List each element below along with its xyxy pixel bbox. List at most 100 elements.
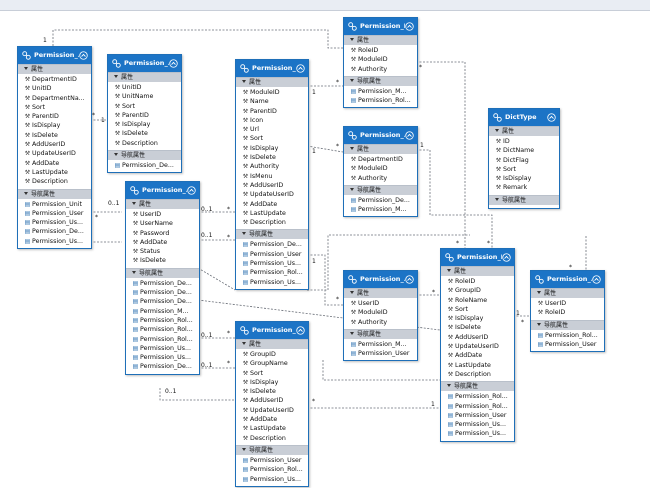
property-row[interactable]: ⚒Description bbox=[441, 370, 514, 379]
property-row[interactable]: ⚒UnitID bbox=[18, 84, 91, 93]
property-row[interactable]: ⚒GroupID bbox=[441, 286, 514, 295]
property-row[interactable]: ⚒Password bbox=[126, 229, 199, 238]
property-row[interactable]: ⚒IsDelete bbox=[108, 129, 181, 138]
property-row[interactable]: ⚒ID bbox=[489, 137, 559, 146]
navigation-property-row[interactable]: ▤Permission_De... bbox=[126, 279, 199, 288]
navigation-property-row[interactable]: ▤Permission_De... bbox=[18, 227, 91, 236]
property-row[interactable]: ⚒UserID bbox=[531, 299, 604, 308]
navigation-property-row[interactable]: ▤Permission_M... bbox=[126, 307, 199, 316]
navigation-section-header[interactable]: 导航属性 bbox=[531, 319, 604, 330]
property-row[interactable]: ⚒Icon bbox=[236, 116, 308, 125]
property-row[interactable]: ⚒Description bbox=[18, 177, 91, 186]
properties-section-header[interactable]: 属性 bbox=[441, 266, 514, 276]
navigation-section-header[interactable]: 导航属性 bbox=[236, 229, 308, 240]
property-row[interactable]: ⚒GroupName bbox=[236, 359, 308, 368]
navigation-property-row[interactable]: ▤Permission_M... bbox=[344, 340, 417, 349]
property-row[interactable]: ⚒RoleID bbox=[531, 308, 604, 317]
navigation-section-header[interactable]: 导航属性 bbox=[18, 188, 91, 199]
navigation-property-row[interactable]: ▤Permission_Rol... bbox=[126, 316, 199, 325]
navigation-section-header[interactable]: 导航属性 bbox=[108, 150, 181, 161]
entity-box[interactable]: Permission_...属性⚒DepartmentID⚒ModuleID⚒A… bbox=[343, 126, 418, 218]
property-row[interactable]: ⚒Remark bbox=[489, 183, 559, 192]
navigation-property-row[interactable]: ▤Permission_Us... bbox=[236, 475, 308, 484]
collapse-icon[interactable] bbox=[405, 275, 414, 284]
navigation-property-row[interactable]: ▤Permission_Us... bbox=[126, 353, 199, 362]
collapse-icon[interactable] bbox=[187, 186, 196, 195]
property-row[interactable]: ⚒AddDate bbox=[236, 200, 308, 209]
property-row[interactable]: ⚒AddUserID bbox=[18, 140, 91, 149]
property-row[interactable]: ⚒Sort bbox=[236, 134, 308, 143]
navigation-property-row[interactable]: ▤Permission_Us... bbox=[236, 259, 308, 268]
property-row[interactable]: ⚒IsMenu bbox=[236, 172, 308, 181]
navigation-section-header[interactable]: 导航属性 bbox=[441, 381, 514, 392]
property-row[interactable]: ⚒ModuleID bbox=[236, 88, 308, 97]
navigation-property-row[interactable]: ▤Permission_Rol... bbox=[441, 392, 514, 401]
property-row[interactable]: ⚒IsDelete bbox=[236, 387, 308, 396]
navigation-property-row[interactable]: ▤Permission_Us... bbox=[126, 344, 199, 353]
property-row[interactable]: ⚒UpdateUserID bbox=[18, 149, 91, 158]
property-row[interactable]: ⚒DepartmentID bbox=[18, 75, 91, 84]
property-row[interactable]: ⚒UnitName bbox=[108, 92, 181, 101]
entity-header[interactable]: Permission_... bbox=[236, 60, 308, 77]
navigation-property-row[interactable]: ▤Permission_M... bbox=[344, 205, 417, 214]
property-row[interactable]: ⚒IsDelete bbox=[441, 323, 514, 332]
entity-header[interactable]: Permission_R... bbox=[236, 322, 308, 339]
property-row[interactable]: ⚒UpdateUserID bbox=[236, 190, 308, 199]
navigation-section-header[interactable]: 导航属性 bbox=[489, 194, 559, 205]
navigation-property-row[interactable]: ▤Permission_Rol... bbox=[236, 268, 308, 277]
property-row[interactable]: ⚒UpdateUserID bbox=[236, 406, 308, 415]
entity-box[interactable]: Permission_...属性⚒UserID⚒RoleID导航属性▤Permi… bbox=[530, 270, 605, 353]
collapse-icon[interactable] bbox=[547, 113, 556, 122]
entity-box[interactable]: Permission_R...属性⚒GroupID⚒GroupName⚒Sort… bbox=[235, 321, 309, 487]
entity-header[interactable]: Permission_... bbox=[344, 127, 417, 144]
properties-section-header[interactable]: 属性 bbox=[236, 77, 308, 87]
collapse-icon[interactable] bbox=[79, 51, 88, 60]
navigation-property-row[interactable]: ▤Permission_Unit bbox=[18, 200, 91, 209]
collapse-icon[interactable] bbox=[169, 59, 178, 68]
property-row[interactable]: ⚒Sort bbox=[18, 103, 91, 112]
navigation-property-row[interactable]: ▤Permission_Us... bbox=[441, 420, 514, 429]
property-row[interactable]: ⚒Sort bbox=[489, 165, 559, 174]
property-row[interactable]: ⚒DepartmentID bbox=[344, 155, 417, 164]
navigation-section-header[interactable]: 导航属性 bbox=[236, 444, 308, 455]
property-row[interactable]: ⚒GroupID bbox=[236, 350, 308, 359]
entity-box[interactable]: Permission_...属性⚒DepartmentID⚒UnitID⚒Dep… bbox=[17, 46, 92, 250]
properties-section-header[interactable]: 属性 bbox=[126, 199, 199, 209]
property-row[interactable]: ⚒Sort bbox=[108, 102, 181, 111]
entity-header[interactable]: Permission_R... bbox=[441, 249, 514, 266]
navigation-property-row[interactable]: ▤Permission_Rol... bbox=[236, 465, 308, 474]
property-row[interactable]: ⚒IsDelete bbox=[126, 256, 199, 265]
navigation-property-row[interactable]: ▤Permission_De... bbox=[126, 288, 199, 297]
navigation-property-row[interactable]: ▤Permission_User bbox=[344, 349, 417, 358]
property-row[interactable]: ⚒UserID bbox=[126, 210, 199, 219]
property-row[interactable]: ⚒AddUserID bbox=[236, 181, 308, 190]
property-row[interactable]: ⚒RoleID bbox=[441, 277, 514, 286]
property-row[interactable]: ⚒LastUpdate bbox=[236, 209, 308, 218]
property-row[interactable]: ⚒ParentID bbox=[18, 112, 91, 121]
property-row[interactable]: ⚒ModuleID bbox=[344, 164, 417, 173]
property-row[interactable]: ⚒Authority bbox=[236, 162, 308, 171]
property-row[interactable]: ⚒IsDisplay bbox=[108, 120, 181, 129]
entity-header[interactable]: Permission_... bbox=[18, 47, 91, 64]
collapse-icon[interactable] bbox=[296, 64, 305, 73]
property-row[interactable]: ⚒ParentID bbox=[108, 111, 181, 120]
entity-box[interactable]: Permission_R...属性⚒RoleID⚒ModuleID⚒Author… bbox=[343, 17, 418, 109]
property-row[interactable]: ⚒Authority bbox=[344, 318, 417, 327]
navigation-property-row[interactable]: ▤Permission_Us... bbox=[441, 429, 514, 438]
property-row[interactable]: ⚒Sort bbox=[236, 369, 308, 378]
property-row[interactable]: ⚒RoleName bbox=[441, 296, 514, 305]
property-row[interactable]: ⚒DictName bbox=[489, 146, 559, 155]
entity-header[interactable]: Permission_... bbox=[108, 55, 181, 72]
navigation-property-row[interactable]: ▤Permission_Rol... bbox=[531, 331, 604, 340]
property-row[interactable]: ⚒AddUserID bbox=[236, 396, 308, 405]
collapse-icon[interactable] bbox=[296, 326, 305, 335]
entity-header[interactable]: DictType bbox=[489, 109, 559, 126]
navigation-property-row[interactable]: ▤Permission_Us... bbox=[18, 237, 91, 246]
collapse-icon[interactable] bbox=[405, 22, 414, 31]
properties-section-header[interactable]: 属性 bbox=[489, 126, 559, 136]
collapse-icon[interactable] bbox=[592, 275, 601, 284]
navigation-property-row[interactable]: ▤Permission_M... bbox=[344, 87, 417, 96]
property-row[interactable]: ⚒DepartmentNa... bbox=[18, 94, 91, 103]
property-row[interactable]: ⚒AddUserID bbox=[441, 333, 514, 342]
